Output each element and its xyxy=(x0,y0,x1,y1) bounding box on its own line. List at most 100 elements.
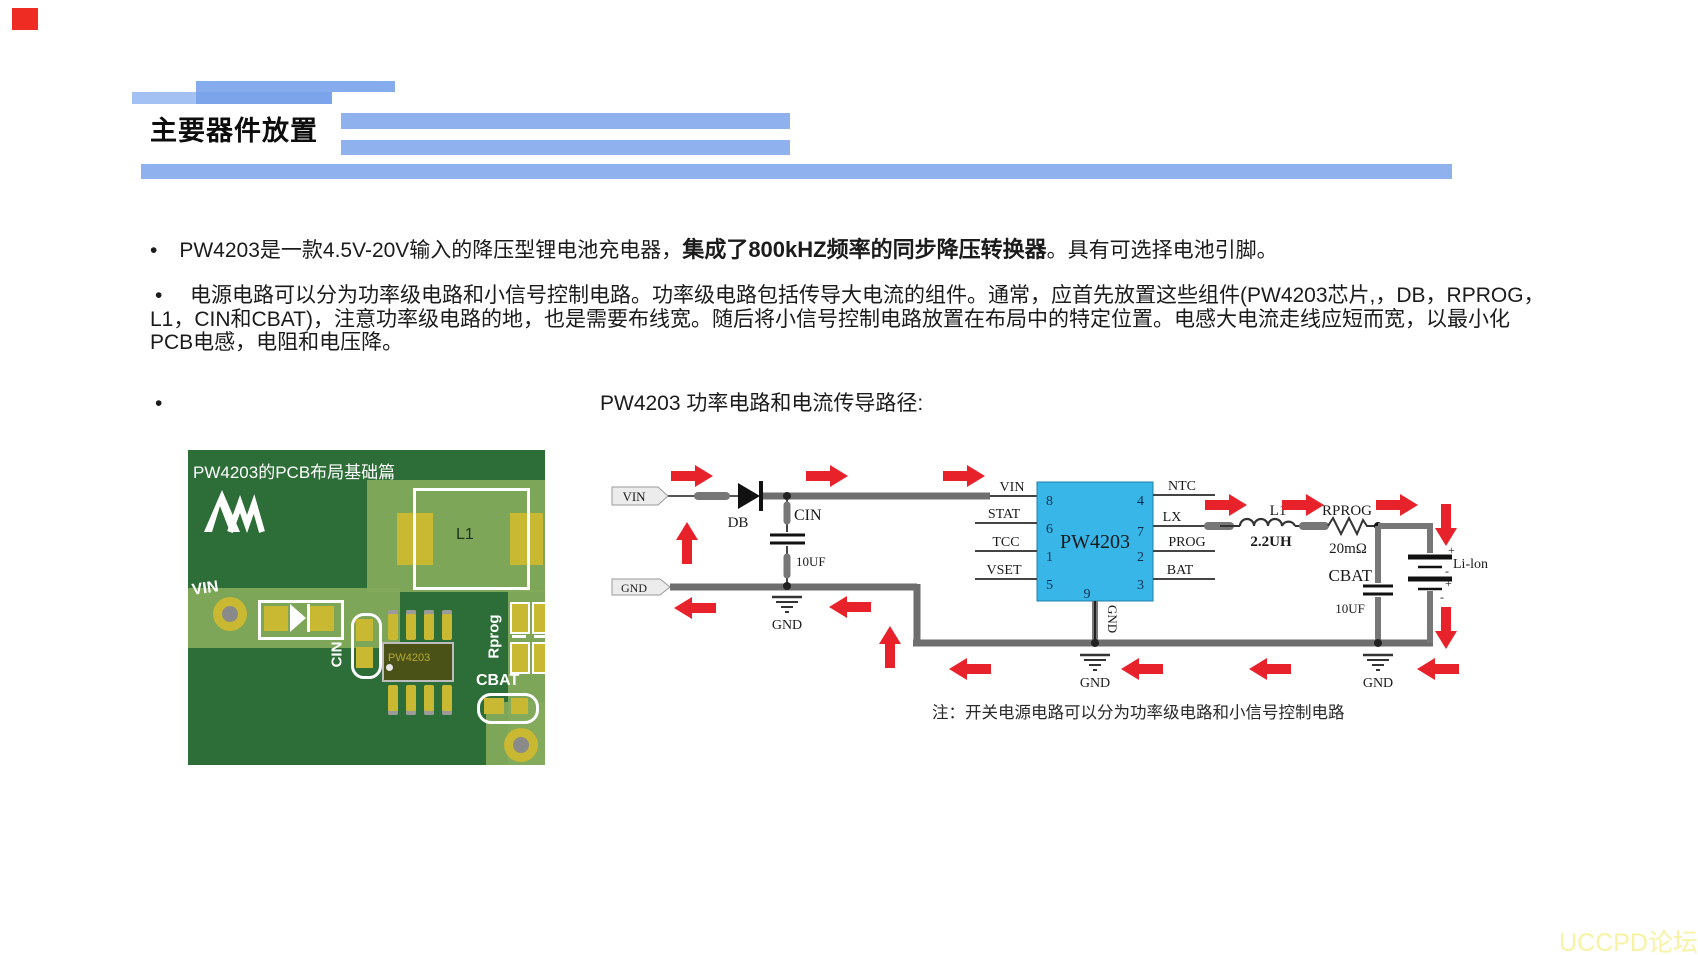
pin-label-vin: VIN xyxy=(1000,480,1025,495)
junction-pin9 xyxy=(1091,639,1099,647)
flow-arrow-left-5 xyxy=(1249,658,1291,680)
pcb-title: PW4203的PCB布局基础篇 xyxy=(193,463,396,482)
wire-battery-top xyxy=(1378,523,1433,553)
gnd-net-flag xyxy=(611,578,671,596)
battery-plus-1: + xyxy=(1448,543,1455,557)
schematic-note: 注：开关电源电路可以分为功率级电路和小信号控制电路 xyxy=(932,703,1345,722)
bullet-3-marker: • xyxy=(155,392,163,415)
page-title: 主要器件放置 xyxy=(150,116,318,146)
pin-label-bat: BAT xyxy=(1167,563,1194,578)
diode-pad-left xyxy=(264,606,288,631)
bullet-3-text: PW4203 功率电路和电流传导路径: xyxy=(600,392,924,415)
pin-num-3: 3 xyxy=(1137,578,1144,593)
flow-arrow-left-2 xyxy=(829,596,871,618)
rprog-pad-3 xyxy=(510,642,530,674)
gnd-symbol-pin9 xyxy=(1080,653,1110,671)
rprog-label: RPROG xyxy=(1322,503,1372,519)
circuit-schematic: VIN DB CIN 10UF GND GND PW4203 xyxy=(611,465,1488,722)
pin-num-5: 5 xyxy=(1046,578,1053,593)
cin-outline xyxy=(351,613,382,679)
flow-arrow-right-6 xyxy=(1376,494,1418,516)
inductor-symbol xyxy=(1238,517,1297,527)
chip-body xyxy=(382,642,454,682)
l1-pad-right xyxy=(510,513,543,565)
flow-arrow-right-3 xyxy=(943,465,985,487)
chip-pins-bottom xyxy=(388,685,452,715)
rprog-divider-2 xyxy=(534,635,545,638)
cin-value: 10UF xyxy=(796,554,826,569)
header-bar-full xyxy=(141,164,1452,179)
l1-label: L1 xyxy=(456,526,474,543)
bottom-through-hole-drill xyxy=(513,737,529,753)
junction-cin-gnd xyxy=(783,582,791,590)
gnd-label-pin9: GND xyxy=(1080,676,1110,691)
header-bar-right-2 xyxy=(341,140,790,155)
chip-label: PW4203 xyxy=(388,652,431,664)
header-bar-step-overlap xyxy=(196,92,332,104)
gnd-net-flag-label: GND xyxy=(621,581,647,595)
flow-arrow-up-1 xyxy=(676,522,698,564)
cbat-value: 10UF xyxy=(1335,601,1365,616)
battery-minus-2: - xyxy=(1440,590,1444,604)
diode-outline xyxy=(258,600,344,640)
diode-label: DB xyxy=(728,515,749,531)
cin-label: CIN xyxy=(328,641,346,668)
pin-label-gnd-rotated: GND xyxy=(1105,605,1120,633)
rprog-value: 20mΩ xyxy=(1329,541,1367,557)
junction-cbat-gnd xyxy=(1374,639,1382,647)
cin-pad-bottom xyxy=(356,647,373,668)
flow-arrow-right-5 xyxy=(1282,494,1324,516)
corner-marker xyxy=(12,8,38,30)
flow-arrow-down-1 xyxy=(1435,504,1457,546)
flow-arrow-right-1 xyxy=(671,465,713,487)
header-bar-right-1 xyxy=(341,113,790,129)
flow-arrow-left-6 xyxy=(1417,658,1459,680)
bullet-1-marker: • xyxy=(150,239,158,262)
rprog-pad-1 xyxy=(510,602,530,634)
gnd-symbol-cbat xyxy=(1363,653,1393,671)
rprog-pad-2 xyxy=(532,602,545,634)
battery-minus-1: - xyxy=(1445,564,1449,578)
cin-pad-top xyxy=(356,619,373,641)
junction-cin xyxy=(783,492,791,500)
cbat-label: CBAT xyxy=(1329,566,1373,585)
bullet-1-tail: 。具有可选择电池引脚。 xyxy=(1046,239,1278,262)
gnd-label-cbat: GND xyxy=(1363,676,1393,691)
diode-pad-right xyxy=(310,606,334,631)
vin-through-hole-drill xyxy=(222,606,238,622)
rprog-divider xyxy=(512,635,526,638)
vin-net-flag xyxy=(611,486,669,506)
pin-label-prog: PROG xyxy=(1168,535,1205,550)
pin-num-9: 9 xyxy=(1084,587,1091,602)
flow-arrow-right-4 xyxy=(1205,494,1247,516)
pin-num-1: 1 xyxy=(1046,550,1053,565)
vin-net-flag-label: VIN xyxy=(622,489,646,504)
l1-outline xyxy=(413,488,530,590)
flow-arrow-left-4 xyxy=(1121,658,1163,680)
flow-arrow-left-3 xyxy=(949,658,991,680)
flow-arrow-down-2 xyxy=(1435,607,1457,649)
flow-arrow-up-2 xyxy=(879,626,901,668)
chip-pin1-dot xyxy=(386,664,393,671)
diode-symbol xyxy=(738,483,760,509)
pin-label-tcc: TCC xyxy=(992,535,1019,550)
pcb-layout-image: PW4203的PCB布局基础篇 L1 VIN CIN PW4203 xyxy=(188,450,545,765)
watermark: UCCPD论坛 xyxy=(1559,929,1698,955)
pin-num-6: 6 xyxy=(1046,522,1053,537)
brand-logo-icon xyxy=(204,490,265,534)
bullet-2: • 电源电路可以分为功率级电路和小信号控制电路。功率级电路包括传导大电流的组件。… xyxy=(150,284,1550,355)
pin-num-7: 7 xyxy=(1137,525,1144,540)
pin-num-2: 2 xyxy=(1137,550,1144,565)
bullet-2-marker: • xyxy=(155,284,163,307)
gnd-label-cin: GND xyxy=(772,618,802,633)
rprog-label: Rprog xyxy=(485,614,503,659)
pin-num-8: 8 xyxy=(1046,494,1053,509)
vin-label: VIN xyxy=(190,578,220,599)
bullet-1: •PW4203是一款4.5V-20V输入的降压型锂电池充电器，集成了800kHZ… xyxy=(150,238,1570,263)
battery-label: Li-lon xyxy=(1453,557,1488,572)
pin-label-ntc: NTC xyxy=(1168,479,1196,494)
bullet-2-text: 电源电路可以分为功率级电路和小信号控制电路。功率级电路包括传导大电流的组件。通常… xyxy=(150,284,1545,354)
gnd-symbol-cin xyxy=(772,595,802,613)
header-bar-step-top xyxy=(196,81,395,92)
